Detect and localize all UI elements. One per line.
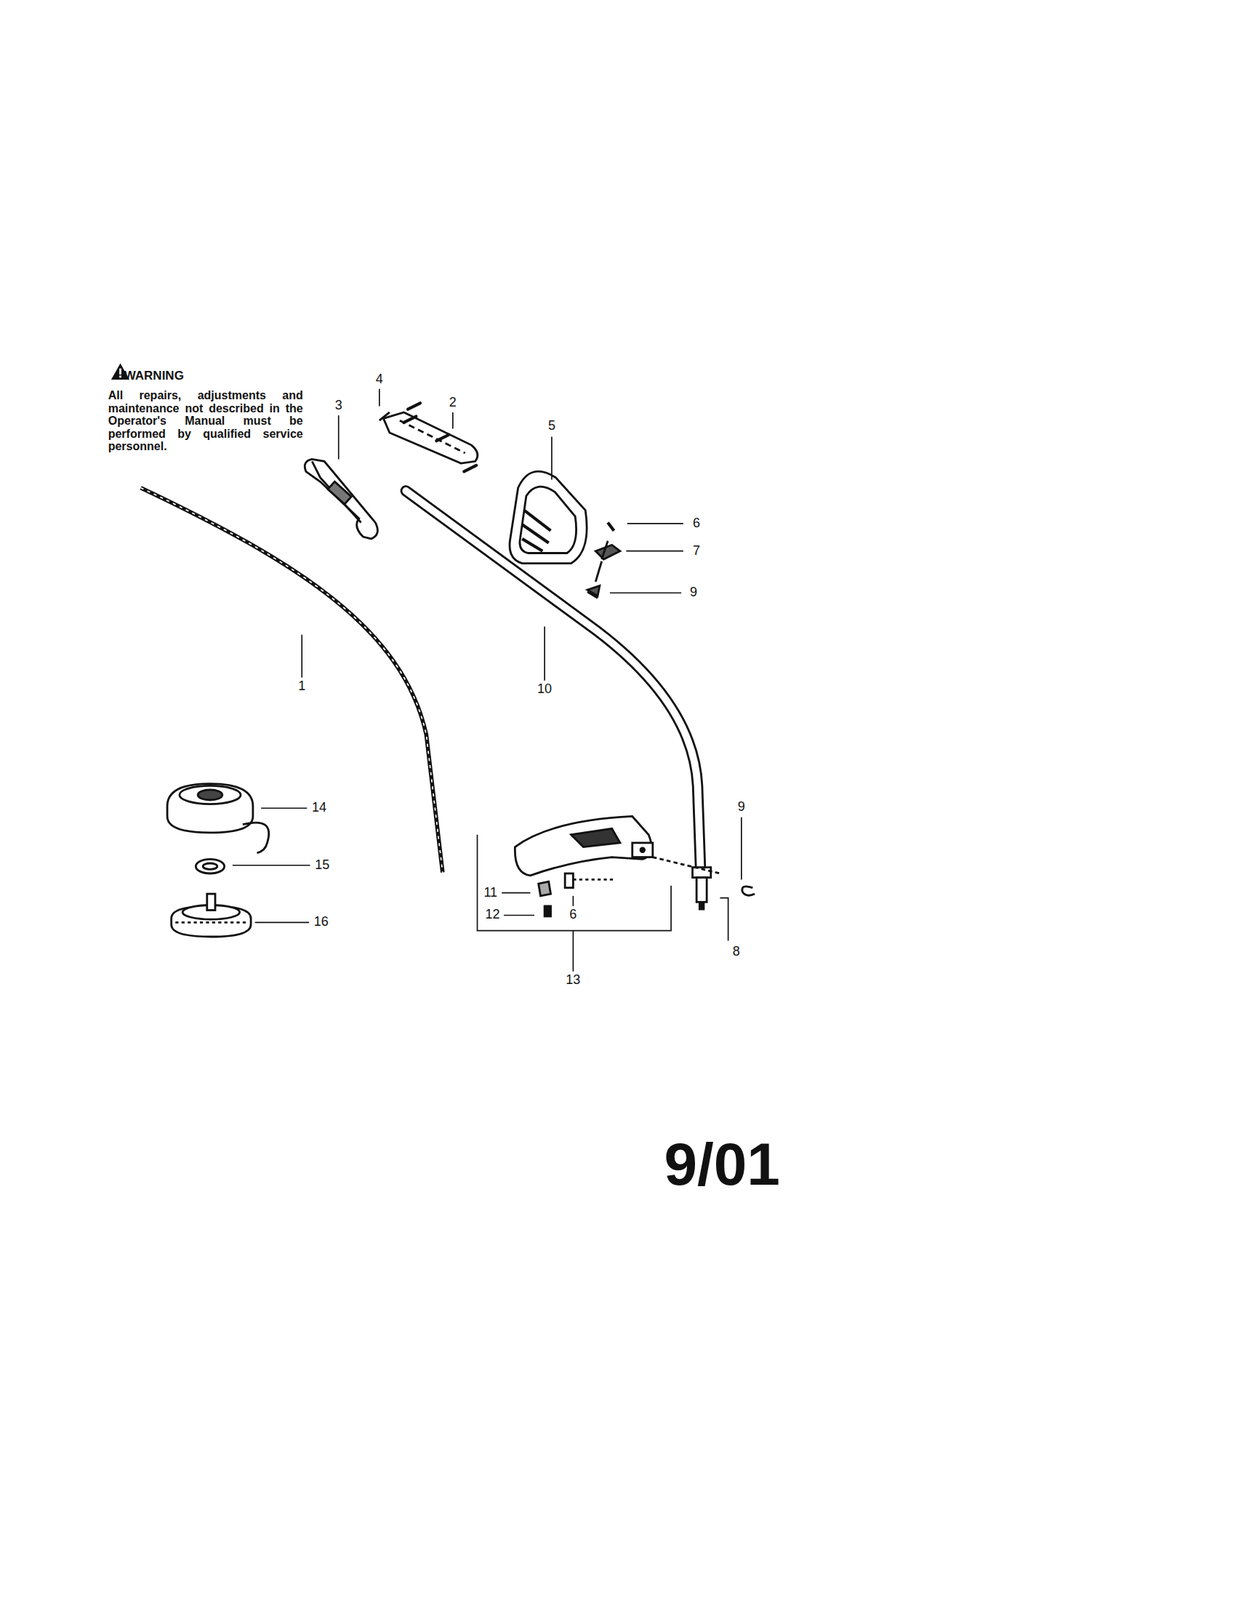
spool-parts [167,783,269,937]
drawing-stroke [207,893,216,910]
drawing-stroke [232,864,311,866]
drawing-stroke [509,471,587,563]
callout-number: 7 [691,543,702,560]
drawing-stroke [609,591,682,594]
drawing-stroke [572,930,575,972]
drawing-stroke [544,905,551,917]
callout-number: 12 [484,906,502,923]
drawing-stroke [572,895,575,906]
drawing-stroke [719,897,728,941]
drawing-stroke [607,521,614,530]
date-stamp: 9/01 [663,1131,781,1197]
drawing-stroke [242,822,269,853]
callout-number: 9 [736,798,747,815]
drawing-stroke [119,368,122,375]
drawing-stroke [399,420,466,453]
drawing-stroke [595,544,621,560]
drawing-stroke [640,847,645,853]
callout-number: 9 [688,584,699,601]
callout-number: 6 [691,515,702,532]
drawing-stroke [338,415,340,459]
callout-number: 4 [374,371,385,388]
callout-number: 8 [731,943,742,960]
drawing-stroke [572,878,616,881]
drawing-stroke [141,487,443,873]
drawing-stroke [167,783,253,833]
callout-number: 5 [546,418,557,435]
drawing-stroke [601,540,608,560]
drawing-stroke [501,892,530,894]
drawing-stroke [571,828,621,847]
small-hardware [587,521,621,598]
clip [742,886,755,896]
drawing-stroke [551,436,553,480]
drawing-stroke [202,862,218,869]
handle-grip [304,458,378,538]
drawing-stroke [698,901,705,910]
drawing-stroke [197,789,223,800]
drawing-stroke [378,388,381,407]
callout-number: 3 [333,397,344,414]
guard [514,815,720,916]
callout-number: 6 [567,906,578,923]
drawing-stroke [304,458,378,538]
warning-text: All repairs, adjustments and maintenance… [108,388,304,453]
drawing-stroke [407,402,421,409]
drawing-stroke [179,785,241,804]
drawing-stroke [519,486,577,553]
callout-number: 13 [564,972,582,988]
screws [404,402,477,472]
drawing-stroke [141,487,443,873]
drawing-stroke [477,834,672,931]
drawing-stroke [538,881,552,896]
flex-cable [141,487,443,873]
drawing-stroke [587,591,598,598]
callout-number: 15 [313,857,331,874]
drawing-stroke [742,886,755,896]
drawing-stroke [627,522,684,525]
callout-number: 14 [310,799,328,816]
drawing-stroke [595,561,602,582]
callout-number: 10 [535,681,554,698]
warning-heading: WARNING [124,369,184,384]
drawing-stroke [404,416,417,423]
drawing-stroke [436,434,449,441]
drawing-stroke [379,412,390,421]
drawing-stroke [521,510,551,552]
drawing-stroke [452,412,454,429]
loop-handle [509,471,587,563]
drawing-stroke [119,375,122,378]
drawing-stroke [327,481,352,504]
drawing-stroke [625,550,684,552]
callout-number: 1 [296,678,307,695]
drawing-stroke [740,817,743,880]
handle-clamp [379,412,478,464]
drawing-stroke [514,815,652,875]
drawing-stroke [300,634,303,678]
drawing-stroke [255,921,309,923]
drawing-stroke [175,921,247,924]
drawing-stroke [311,460,361,522]
drawing-stroke [543,626,546,681]
drawing-stroke [503,914,535,917]
drawing-stroke [632,842,653,858]
leader-lines [232,388,742,972]
drawing-stroke [696,877,707,903]
drawing-stroke [383,412,477,464]
callout-number: 2 [447,394,459,411]
drawing-stroke [195,858,224,874]
drawing-stroke [463,465,477,472]
callout-number: 11 [482,884,499,901]
callout-number: 16 [312,913,331,930]
drawing-stroke [564,873,573,888]
drawing-stroke [260,806,307,809]
drawing-stroke [652,857,721,874]
